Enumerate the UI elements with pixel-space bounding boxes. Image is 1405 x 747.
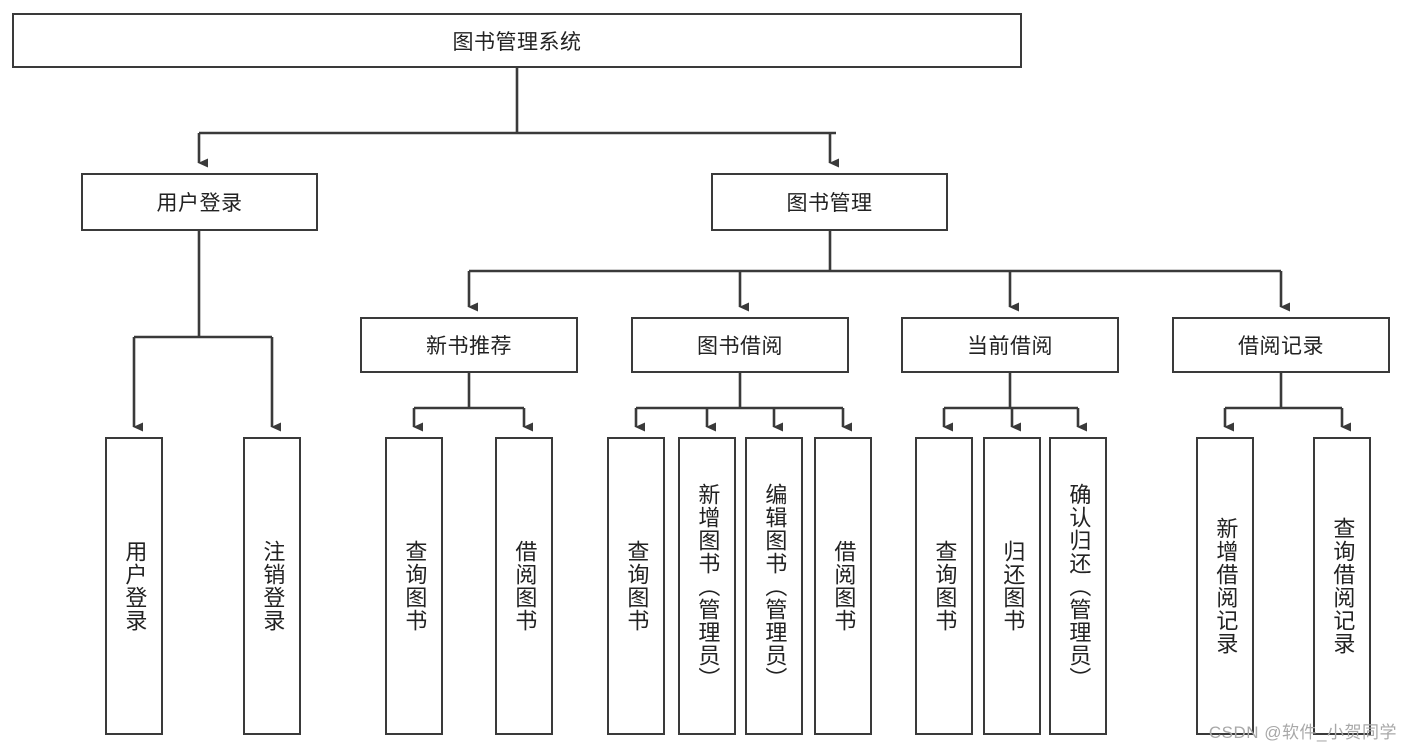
node-label: 编辑图书（管理员） [762,482,788,690]
node-label: 查询借阅记录 [1330,517,1356,655]
node-label: 用户登录 [156,192,243,215]
node-book-borrow[interactable]: 图书借阅 [631,317,849,373]
watermark-text: CSDN @软件_小贺同学 [1208,723,1397,742]
node-label: 图书管理 [786,192,873,215]
node-label: 当前借阅 [967,335,1053,358]
node-leaf-query-book-3[interactable]: 查询图书 [915,437,973,735]
node-leaf-edit-book[interactable]: 编辑图书（管理员） [745,437,803,735]
node-leaf-user-logout[interactable]: 注销登录 [243,437,301,735]
node-label: 查询图书 [624,540,650,632]
node-new-book-recommend[interactable]: 新书推荐 [360,317,578,373]
node-label: 新增借阅记录 [1213,517,1239,655]
node-leaf-query-record[interactable]: 查询借阅记录 [1313,437,1371,735]
node-label: 借阅图书 [512,540,538,632]
node-leaf-query-book-1[interactable]: 查询图书 [385,437,443,735]
node-leaf-return-book[interactable]: 归还图书 [983,437,1041,735]
node-current-borrow[interactable]: 当前借阅 [901,317,1119,373]
node-leaf-add-record[interactable]: 新增借阅记录 [1196,437,1254,735]
node-label: 注销登录 [260,540,286,632]
node-leaf-confirm-return[interactable]: 确认归还（管理员） [1049,437,1107,735]
node-label: 查询图书 [932,540,958,632]
node-label: 借阅图书 [831,540,857,632]
node-leaf-user-login[interactable]: 用户登录 [105,437,163,735]
node-label: 新书推荐 [426,335,512,358]
node-borrow-record[interactable]: 借阅记录 [1172,317,1390,373]
node-leaf-borrow-book-1[interactable]: 借阅图书 [495,437,553,735]
node-label: 借阅记录 [1238,335,1324,358]
node-leaf-add-book[interactable]: 新增图书（管理员） [678,437,736,735]
node-book-manage[interactable]: 图书管理 [711,173,948,231]
node-label: 图书管理系统 [452,30,582,54]
node-label: 用户登录 [122,540,148,632]
node-label: 图书借阅 [697,335,783,358]
node-leaf-borrow-book-2[interactable]: 借阅图书 [814,437,872,735]
node-label: 归还图书 [1000,540,1026,632]
node-label: 查询图书 [402,540,428,632]
node-label: 确认归还（管理员） [1066,482,1092,690]
node-root-system[interactable]: 图书管理系统 [12,13,1022,68]
node-leaf-query-book-2[interactable]: 查询图书 [607,437,665,735]
node-label: 新增图书（管理员） [695,482,721,690]
node-user-login[interactable]: 用户登录 [81,173,318,231]
